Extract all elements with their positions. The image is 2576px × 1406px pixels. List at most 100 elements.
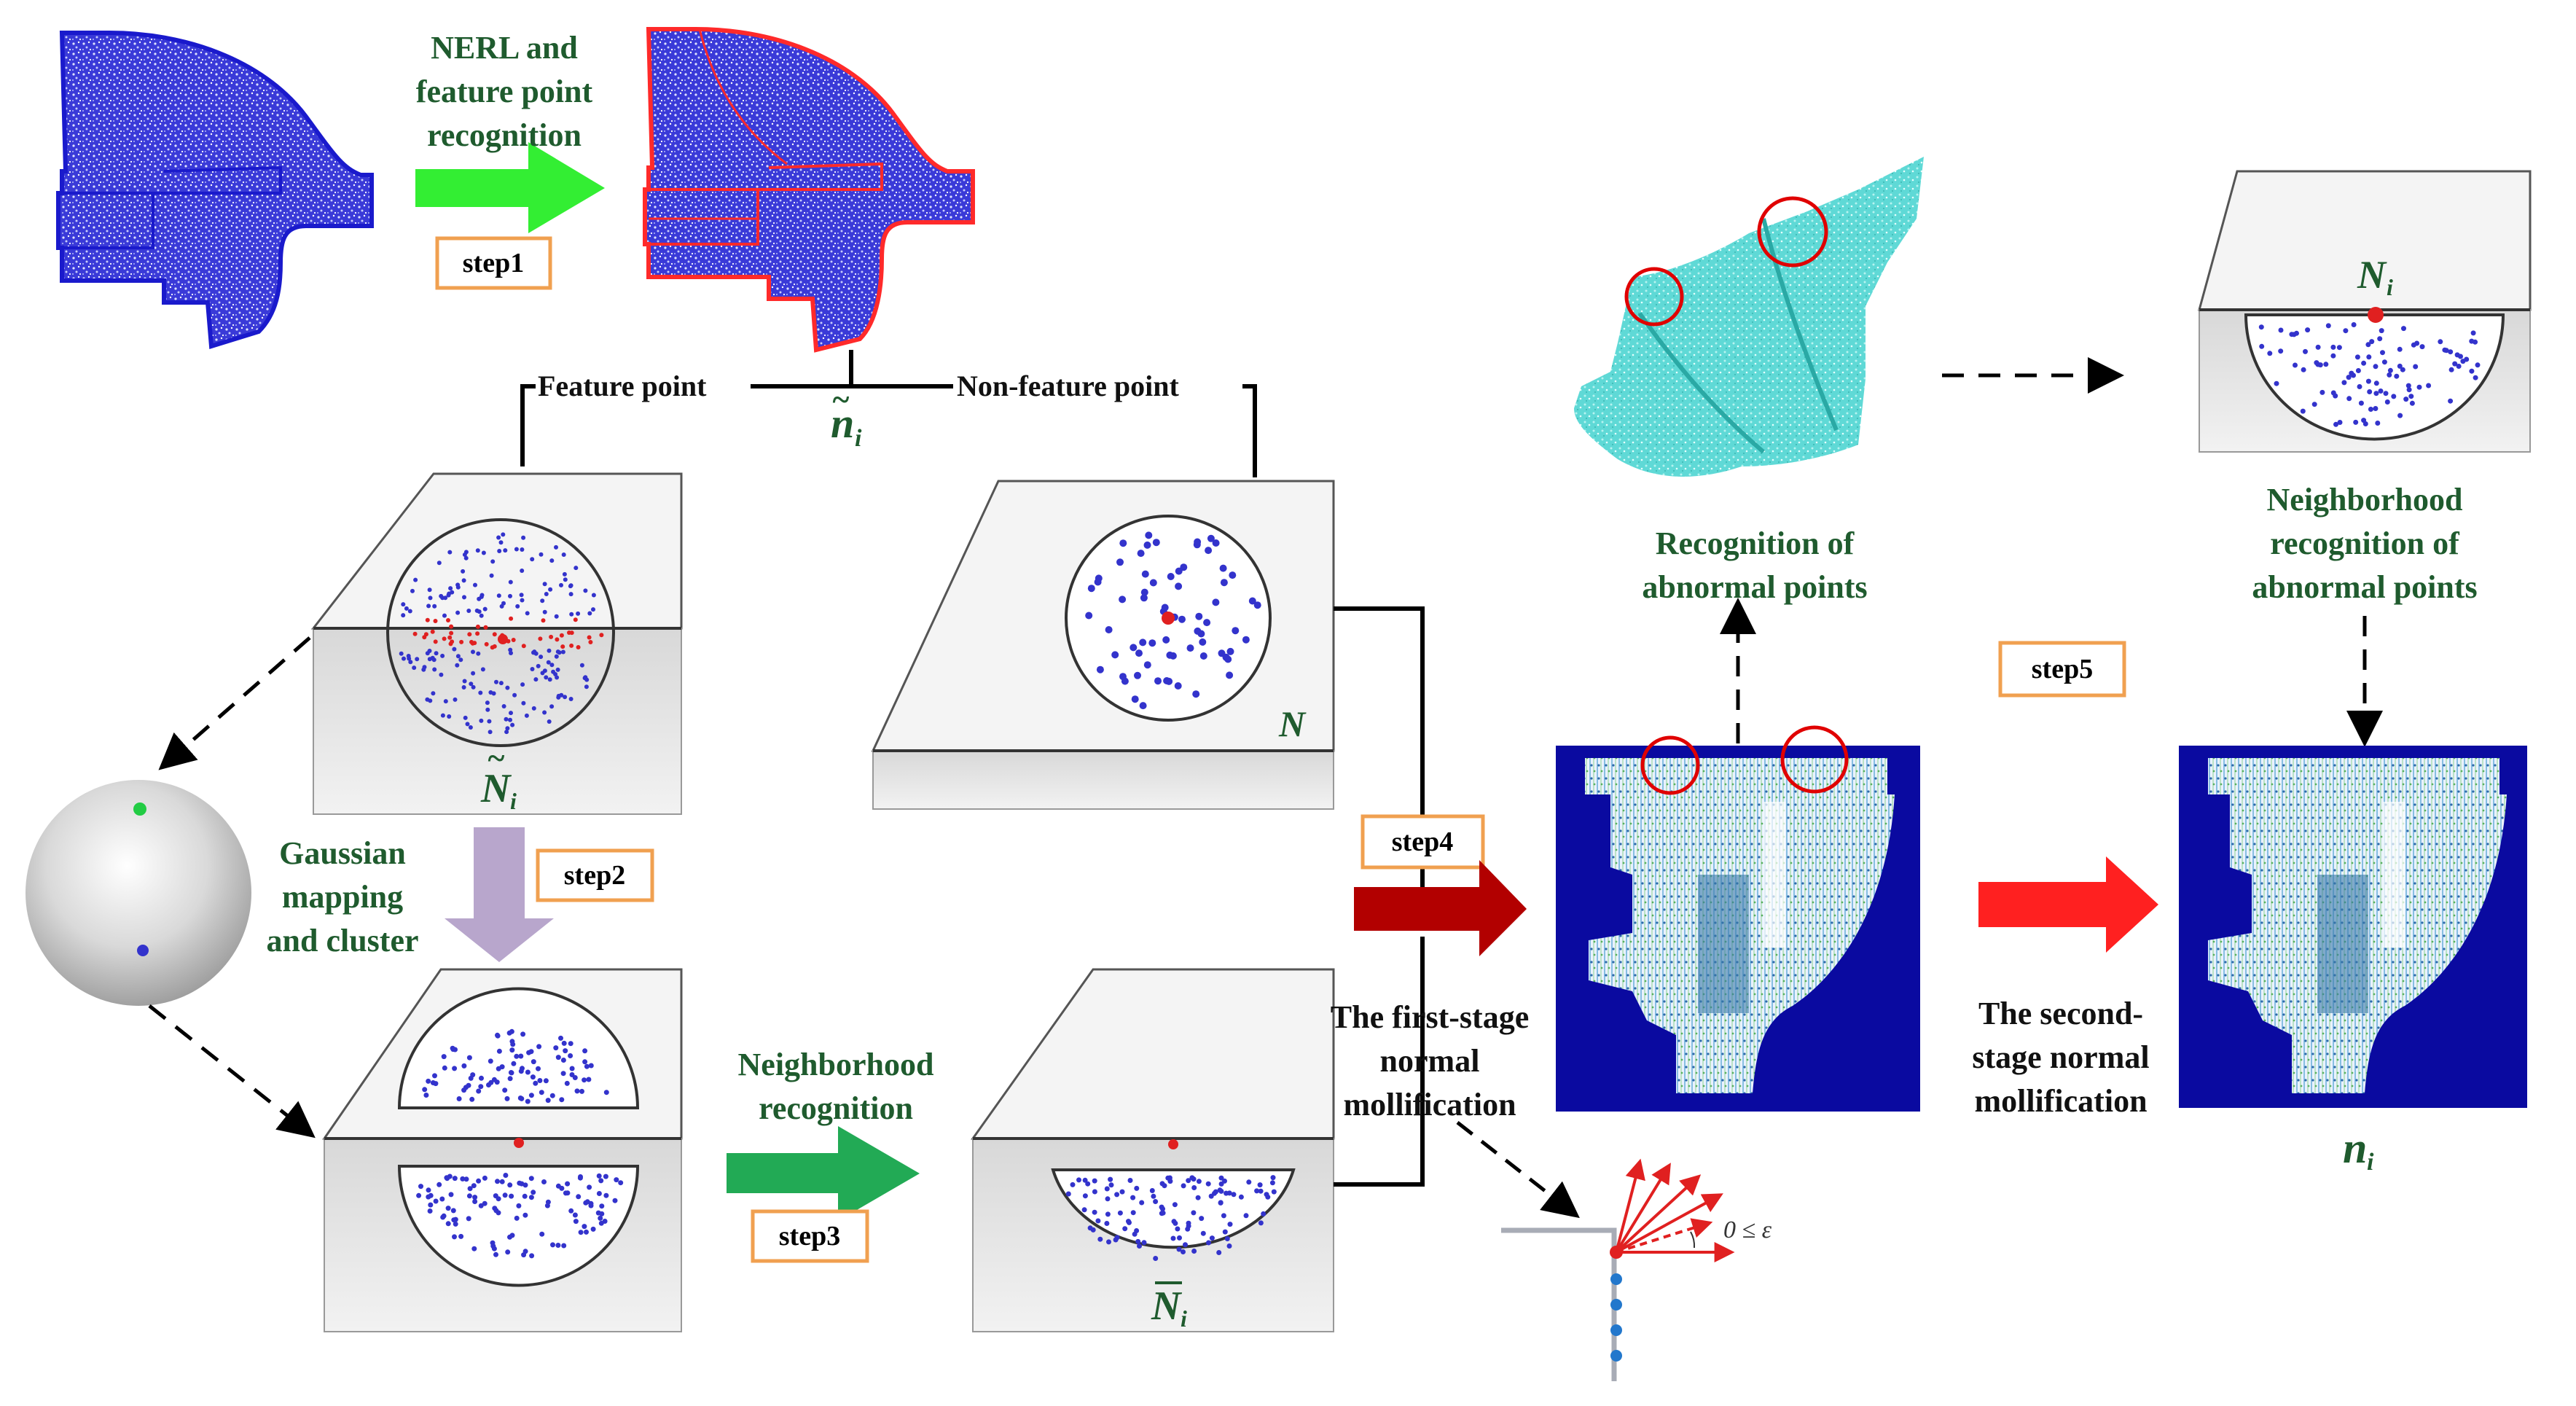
neighbor-point <box>1082 1177 1088 1183</box>
neighbor-point <box>1090 1227 1096 1233</box>
neighbor-point <box>436 561 442 566</box>
neighbor-point <box>1257 1182 1263 1188</box>
neighbor-point <box>542 609 547 614</box>
neighbor-point <box>402 656 406 661</box>
abnormal-neighbor-points <box>2258 322 2481 427</box>
neighbor-point <box>479 718 484 723</box>
neighbor-point <box>427 649 432 653</box>
neighbor-point <box>428 1192 434 1198</box>
neighbor-point <box>426 604 431 609</box>
neighbor-point <box>461 569 466 574</box>
neighbor-point <box>427 587 432 593</box>
neighbor-point <box>514 1053 520 1059</box>
panel-abnormal-neighborhood <box>2198 170 2532 453</box>
neighbor-point <box>2464 356 2470 362</box>
neighbor-point <box>568 697 573 701</box>
neighbor-point <box>554 654 559 659</box>
neighbor-point <box>528 1195 534 1200</box>
neighbor-point <box>1149 579 1157 587</box>
neighbor-point <box>1135 649 1143 657</box>
neighbor-point <box>531 1190 536 1195</box>
neighbor-point <box>467 1186 473 1192</box>
neighbor-point <box>578 1230 584 1235</box>
neighbor-point <box>1212 598 1220 606</box>
neighbor-point <box>1139 702 1147 710</box>
neighbor-point <box>501 532 506 537</box>
neighbor-point <box>1194 627 1202 635</box>
first-stage-line-2: normal <box>1380 1043 1480 1079</box>
step4-badge: step4 <box>1361 814 1485 870</box>
neighbor-point <box>1181 1183 1186 1189</box>
neighbor-point <box>487 719 492 724</box>
neighbor-point <box>509 711 513 716</box>
neighbor-point <box>422 1087 428 1093</box>
neighbor-point <box>1226 1190 1232 1196</box>
center-point <box>1168 1139 1178 1149</box>
neighbor-point <box>509 1233 515 1238</box>
neighbor-point <box>568 1053 573 1058</box>
neighbor-point <box>401 602 406 607</box>
neighbor-point <box>452 1176 458 1182</box>
neighbor-point <box>2448 398 2454 404</box>
neighborhood-recognition-line-2: recognition <box>759 1090 913 1126</box>
neighbor-point <box>476 1178 482 1184</box>
neighbor-point <box>587 1184 592 1190</box>
neighbor-point <box>1242 636 1250 644</box>
neighbor-point <box>479 1075 484 1081</box>
neighbor-point <box>549 558 555 563</box>
neighbor-point <box>472 1199 478 1204</box>
neighbor-point <box>1207 534 1215 542</box>
n-tilde-i-symbol: n i ~ <box>831 382 862 452</box>
neighbor-point <box>2330 344 2336 350</box>
neighbor-point <box>1105 626 1113 633</box>
second-stage-line-3: mollification <box>1974 1083 2147 1119</box>
neighbor-point <box>453 697 458 702</box>
neighbor-point <box>442 1065 447 1071</box>
neighbor-point <box>1186 644 1194 652</box>
neighbor-point <box>573 617 578 622</box>
neighbor-point <box>467 632 472 637</box>
neighbor-point <box>518 1053 524 1059</box>
neighbor-point <box>498 540 504 545</box>
neighbor-point <box>455 610 461 615</box>
neighbor-point <box>1135 1238 1141 1244</box>
neighbor-point <box>482 606 488 612</box>
neighbor-point <box>582 1048 588 1054</box>
neighbor-point <box>2406 387 2412 393</box>
neighbor-point <box>563 1190 568 1196</box>
step5-arrow <box>1978 856 2158 953</box>
neighbor-point <box>1231 1192 1237 1198</box>
neighbor-point <box>1183 1242 1188 1248</box>
neighbor-point <box>582 1059 588 1065</box>
neighbor-point <box>2475 362 2481 368</box>
neighbor-point <box>1205 547 1213 555</box>
neighbor-point <box>569 612 574 617</box>
neighbor-point <box>1226 1243 1232 1249</box>
neighbor-point <box>2289 332 2295 337</box>
neighbor-point <box>426 1078 431 1084</box>
neighbor-point <box>588 1203 594 1208</box>
neighbor-point <box>1106 1239 1111 1245</box>
neighbor-point <box>1141 570 1149 578</box>
neighbor-point <box>2319 389 2325 395</box>
neighborhood-abnormal-line-2: recognition of <box>2270 526 2460 561</box>
neighbor-point <box>540 598 545 604</box>
neighbor-point <box>1269 1180 1275 1186</box>
neighbor-point <box>505 685 510 690</box>
neighbor-point <box>567 630 571 635</box>
neighbor-point <box>1191 1249 1197 1254</box>
neighbor-point <box>2351 322 2357 327</box>
neighbor-point <box>507 1182 513 1188</box>
neighbor-point <box>1258 1188 1264 1194</box>
neighbor-point <box>1218 1200 1224 1206</box>
neighbor-point <box>1119 595 1127 604</box>
neighbor-point <box>520 598 525 603</box>
neighbor-point <box>547 648 552 653</box>
neighbor-point <box>474 608 479 613</box>
step3-text: step3 <box>779 1221 840 1251</box>
neighbor-point <box>508 579 513 585</box>
neighbor-point <box>516 1203 522 1208</box>
nonfeature-neighbor-points <box>1085 531 1261 710</box>
neighbor-point <box>503 548 508 553</box>
neighbor-point <box>1143 541 1151 549</box>
